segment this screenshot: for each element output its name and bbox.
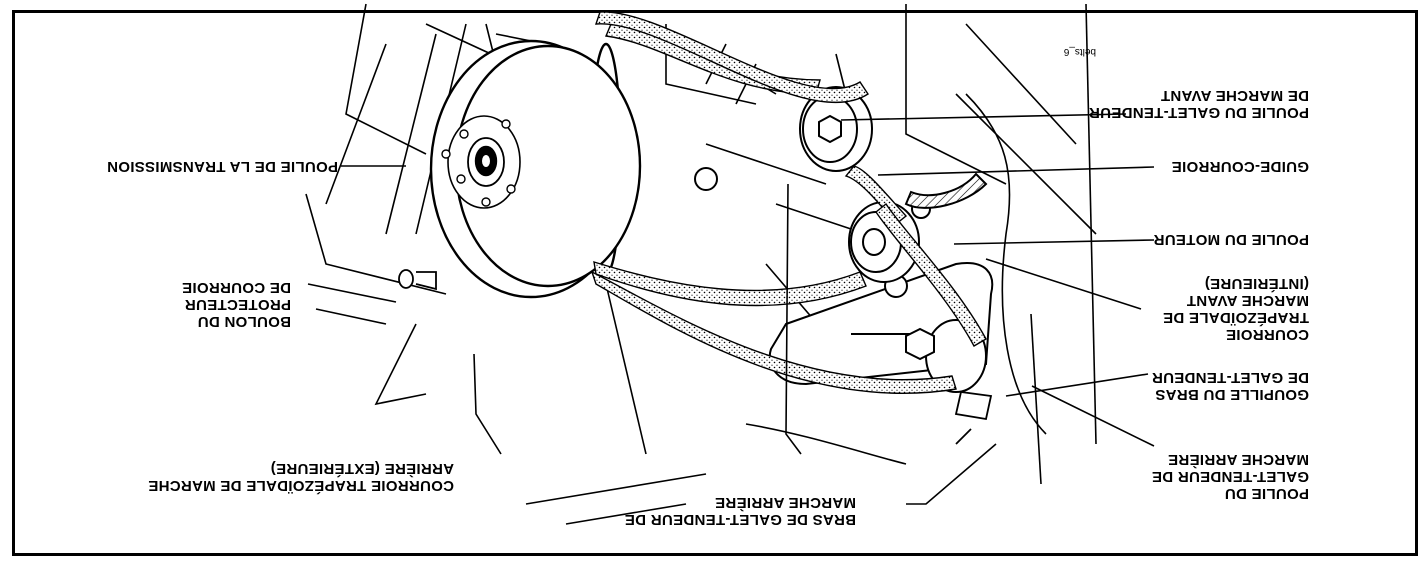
- guard-bolt-shape: [398, 269, 437, 291]
- label-reverse-idler-pulley: POULIE DU GALET-TENDEUR DE MARCHE ARRIÈR…: [1151, 451, 1309, 502]
- label-forward-idler-pulley: POULIE DU GALET-TENDEUR DE MARCHE AVANT: [1088, 87, 1309, 121]
- belt-guide: [904, 172, 988, 209]
- label-reverse-belt: COURROIE TRAPÉZOÏDALE DE MARCHE ARRIÈRE …: [148, 460, 454, 494]
- leader-lines: [307, 113, 1155, 455]
- label-guard-bolt: BOULON DU PROTECTEUR DE COURROIE: [181, 279, 291, 330]
- label-idler-arm-pin: GOUPILLE DU BRAS DE GALET-TENDEUR: [1151, 369, 1309, 403]
- reverse-belt: [590, 11, 987, 394]
- figure-tag: belts_6: [1063, 46, 1096, 57]
- label-forward-belt: COURROIE TRAPÉZOÏDALE DE MARCHE AVANT (I…: [1162, 275, 1309, 343]
- forward-idler-pulley: [799, 86, 873, 172]
- label-reverse-idler-arm: BRAS DE GALET-TENDEUR DE MARCHE ARRIÈRE: [624, 494, 856, 528]
- label-transmission-pulley: POULIE DE LA TRANSMISSION: [106, 158, 338, 175]
- label-engine-pulley: POULIE DU MOTEUR: [1153, 231, 1309, 248]
- idler-arm-pin: [954, 390, 993, 445]
- transmission-pulley: [429, 39, 642, 299]
- label-belt-guide: GUIDE-COURROIE: [1171, 158, 1309, 175]
